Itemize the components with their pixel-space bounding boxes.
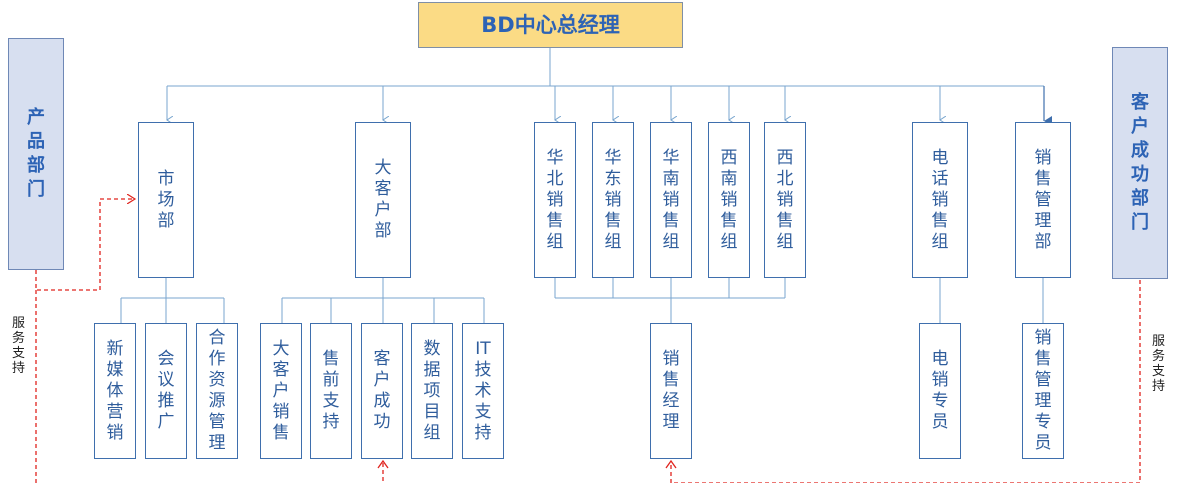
dept-sales-mgmt: 销售管理部: [1015, 122, 1071, 278]
dept-key-accounts: 大客户部: [355, 122, 411, 278]
dept-marketing-label: 市场部: [157, 168, 175, 231]
dept-north-china: 华北销售组: [534, 122, 576, 278]
team-new-media-label: 新媒体营销: [106, 338, 124, 443]
product-dept-label: 产品部门: [27, 107, 45, 200]
team-customer-success-label: 客户成功: [373, 349, 391, 432]
dept-telesales: 电话销售组: [912, 122, 968, 278]
dept-telesales-label: 电话销售组: [931, 147, 949, 252]
dept-southwest: 西南销售组: [708, 122, 750, 278]
team-conference-label: 会议推广: [157, 349, 175, 432]
team-sales-mgmt-specialist-label: 销售管理专员: [1034, 328, 1052, 453]
team-customer-success: 客户成功: [361, 323, 403, 459]
dept-east-china: 华东销售组: [592, 122, 634, 278]
service-support-note-left: 服务支持: [12, 316, 26, 376]
team-tele-specialist: 电销专员: [919, 323, 961, 459]
product-dept-box: 产品部门: [8, 38, 64, 270]
team-new-media: 新媒体营销: [94, 323, 136, 459]
dept-north-china-label: 华北销售组: [546, 147, 564, 252]
dept-sales-mgmt-label: 销售管理部: [1034, 147, 1052, 252]
team-conference: 会议推广: [145, 323, 187, 459]
team-partnership-label: 合作资源管理: [208, 328, 226, 453]
team-presales-label: 售前支持: [322, 349, 340, 432]
team-sales-manager-label: 销售经理: [662, 349, 680, 432]
ceo-box: BD中心总经理: [418, 2, 683, 48]
dept-east-china-label: 华东销售组: [604, 147, 622, 252]
team-sales-manager: 销售经理: [650, 323, 692, 459]
team-tele-specialist-label: 电销专员: [931, 349, 949, 432]
service-support-note-right: 服务支持: [1152, 334, 1166, 394]
customer-success-dept-label: 客户成功部门: [1131, 92, 1149, 233]
team-presales: 售前支持: [310, 323, 352, 459]
team-sales-mgmt-specialist: 销售管理专员: [1022, 323, 1064, 459]
customer-success-dept-box: 客户成功部门: [1112, 47, 1168, 279]
ceo-title: BD中心总经理: [481, 12, 620, 37]
dept-south-china: 华南销售组: [650, 122, 692, 278]
team-data-project-label: 数据项目组: [423, 338, 441, 443]
team-ka-sales-label: 大客户销售: [272, 338, 290, 443]
dept-northwest: 西北销售组: [764, 122, 806, 278]
dept-northwest-label: 西北销售组: [776, 147, 794, 252]
dept-southwest-label: 西南销售组: [720, 147, 738, 252]
dept-marketing: 市场部: [138, 122, 194, 278]
team-ka-sales: 大客户销售: [260, 323, 302, 459]
dept-key-accounts-label: 大客户部: [374, 158, 392, 241]
team-partnership: 合作资源管理: [196, 323, 238, 459]
dept-south-china-label: 华南销售组: [662, 147, 680, 252]
team-data-project: 数据项目组: [411, 323, 453, 459]
